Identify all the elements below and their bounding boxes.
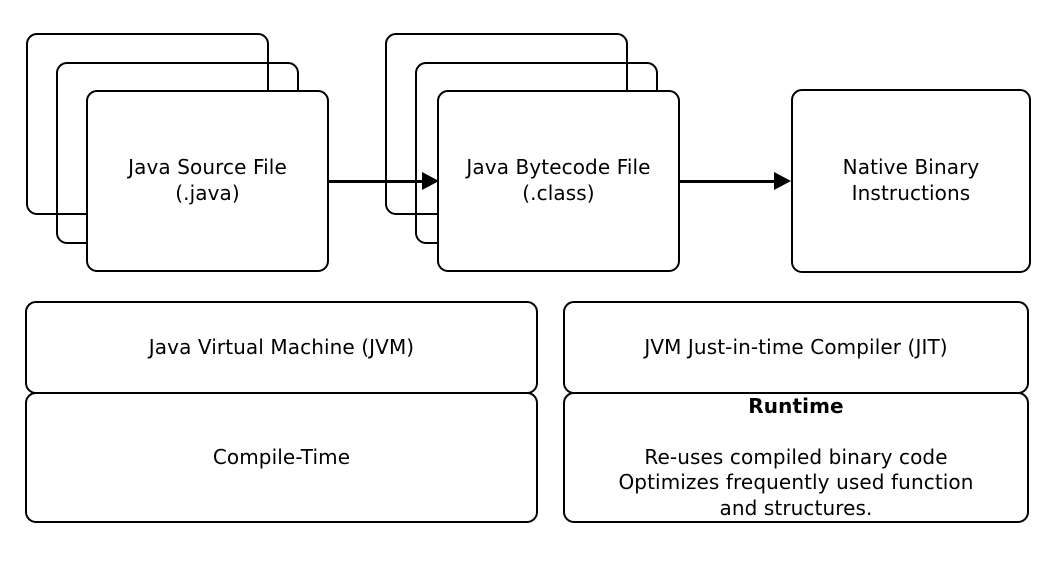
runtime-box[interactable]: Runtime Re-uses compiled binary code Opt…: [563, 392, 1029, 523]
arrow-head: [422, 172, 439, 190]
jvm-engine-box[interactable]: Java Virtual Machine (JVM): [25, 301, 538, 394]
arrow-head: [774, 172, 791, 190]
runtime-heading: Runtime: [748, 393, 844, 418]
runtime-description: Re-uses compiled binary code Optimizes f…: [618, 444, 974, 520]
java-bytecode-file-card-front[interactable]: Java Bytecode File (.class): [437, 90, 680, 272]
arrow-shaft: [329, 179, 423, 183]
arrow-shaft: [679, 179, 775, 183]
jit-engine-label: JVM Just-in-time Compiler (JIT): [644, 334, 948, 359]
runtime-text-group: Runtime Re-uses compiled binary code Opt…: [618, 368, 973, 547]
java-bytecode-file-label: Java Bytecode File (.class): [466, 155, 651, 205]
jvm-engine-label: Java Virtual Machine (JVM): [148, 334, 415, 359]
java-source-file-card-front[interactable]: Java Source File (.java): [86, 90, 329, 272]
native-binary-instructions-box[interactable]: Native Binary Instructions: [791, 89, 1031, 273]
compile-time-label: Compile-Time: [212, 444, 351, 469]
java-source-file-label: Java Source File (.java): [128, 155, 287, 205]
native-binary-instructions-label: Native Binary Instructions: [842, 155, 980, 205]
compile-time-box[interactable]: Compile-Time: [25, 392, 538, 523]
